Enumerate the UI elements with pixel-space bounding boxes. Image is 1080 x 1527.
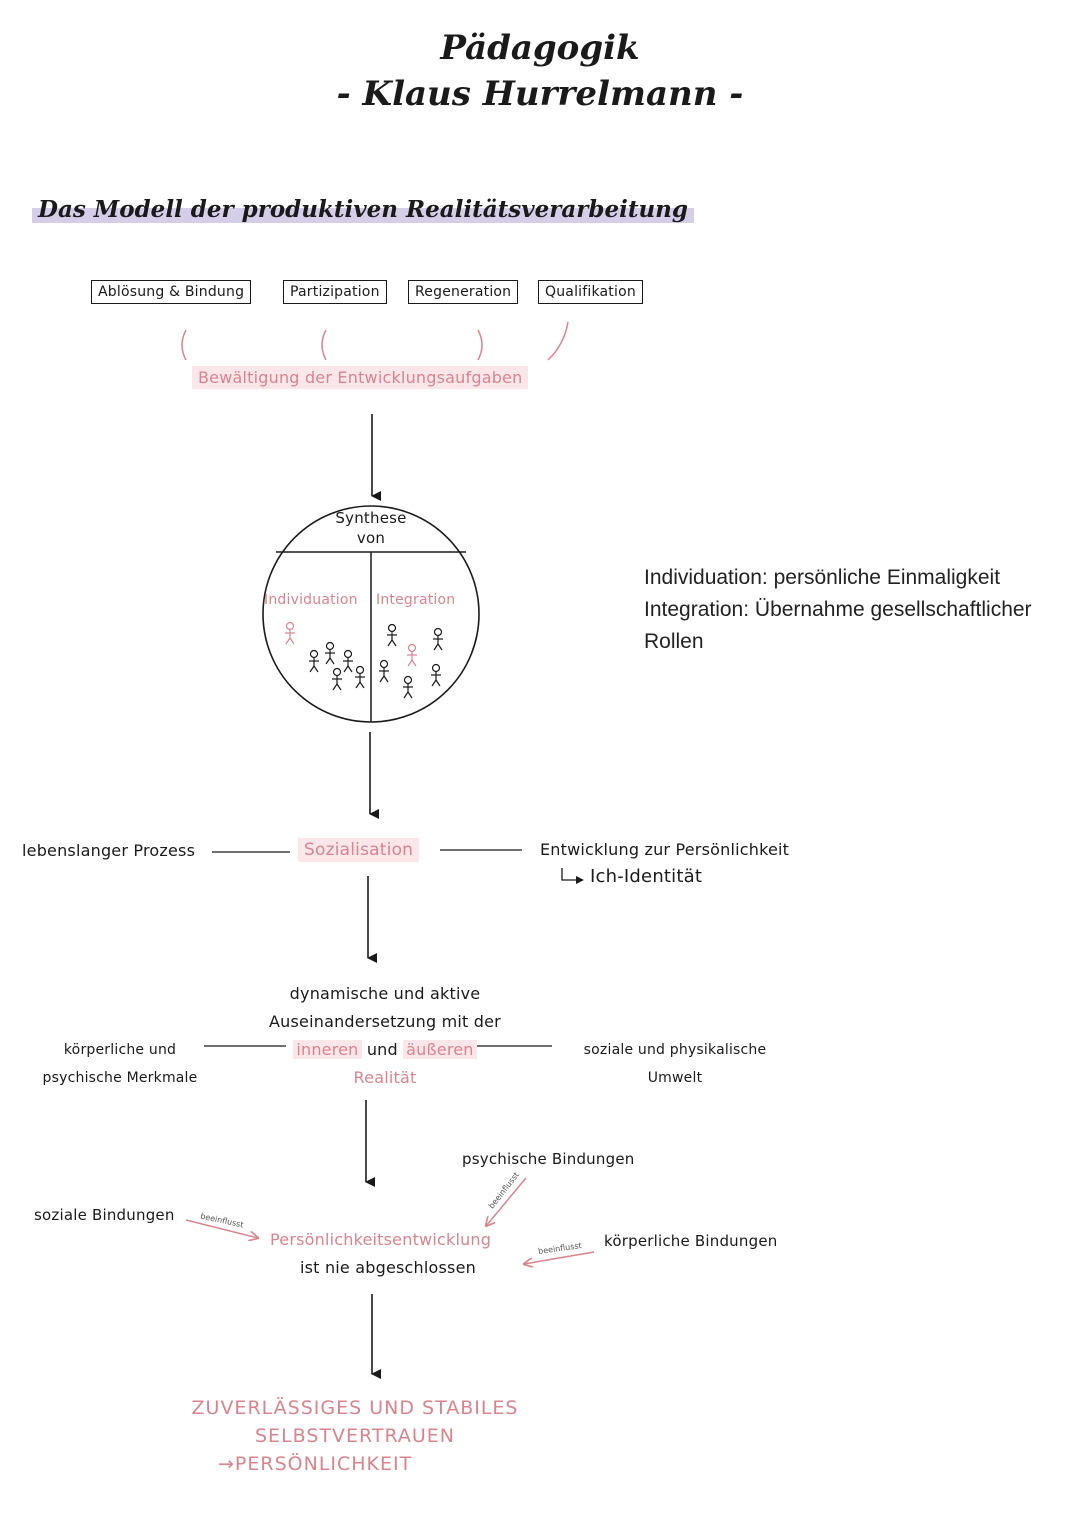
inner-label: inneren [293,1040,362,1059]
figures-integration [379,623,443,699]
never-finished-label: ist nie abgeschlossen [300,1258,476,1277]
outer-label: äußeren [403,1040,477,1059]
title-line-1: Pädagogik [440,28,640,68]
body-psyche-label: körperliche und psychische Merkmale [30,1036,210,1092]
synthesis-line-2: von [356,529,386,547]
physical-bonds-label: körperliche Bindungen [604,1232,778,1250]
bracket-4 [547,321,569,361]
arrow-physical [524,1251,595,1264]
arrow-psychic [486,1177,527,1226]
section-heading: Das Modell der produktiven Realitätsvera… [32,196,694,223]
figures-individuation [285,621,365,691]
definition-individuation: Individuation: persönliche Einmaligkeit [644,566,1001,589]
integration-label: Integration [376,592,456,608]
task-box-1: Ablösung & Bindung [91,280,252,304]
arrow-social [185,1219,258,1238]
environment-line-2: Umwelt [647,1070,703,1086]
engagement-line-1: dynamische und aktive [289,984,481,1003]
result-text: ZUVERLÄSSIGES UND STABILES SELBSTVERTRAU… [180,1394,530,1478]
social-bonds-label: soziale Bindungen [34,1206,175,1224]
ich-identity-label: Ich-Identität [590,866,703,887]
engagement-text: dynamische und aktive Auseinandersetzung… [250,980,520,1092]
bracket-1 [181,329,187,361]
result-line-2: SELBSTVERTRAUEN [255,1425,455,1447]
definitions: Individuation: persönliche Einmaligkeit … [644,562,1080,658]
synthesis-label: Synthese von [311,508,431,548]
personality-development-label: Entwicklung zur Persönlichkeit [540,840,790,859]
bracket-2 [321,329,327,361]
engagement-line-2: Auseinandersetzung mit der [269,1012,501,1031]
definition-integration: Integration: Übernahme gesellschaftliche… [644,598,1032,653]
task-box-4: Qualifikation [538,280,643,304]
coping-label: Bewältigung der Entwicklungsaufgaben [192,366,529,389]
lifelong-process-label: lebenslanger Prozess [22,841,196,860]
body-psyche-line-1: körperliche und [63,1042,177,1058]
body-psyche-line-2: psychische Merkmale [42,1070,198,1086]
environment-line-1: soziale und physikalische [583,1042,767,1058]
task-box-2: Partizipation [283,280,387,304]
individuation-label: Individuation [264,592,358,608]
personality-development-main: Persönlichkeitsentwicklung [270,1230,492,1249]
socialisation-label: Sozialisation [298,838,420,862]
bracket-3 [477,329,483,361]
engagement-line-3: inneren und äußeren [250,1036,520,1064]
task-box-3: Regeneration [408,280,519,304]
environment-label: soziale und physikalische Umwelt [570,1036,780,1092]
title-line-2: - Klaus Hurrelmann - [336,74,744,114]
result-line-3: →PERSÖNLICHKEIT [218,1453,413,1475]
synthesis-line-1: Synthese [335,509,407,527]
psychic-bonds-label: psychische Bindungen [462,1150,635,1168]
reality-label: Realität [353,1068,417,1087]
and-label: und [366,1040,398,1059]
result-line-1: ZUVERLÄSSIGES UND STABILES [191,1397,519,1419]
